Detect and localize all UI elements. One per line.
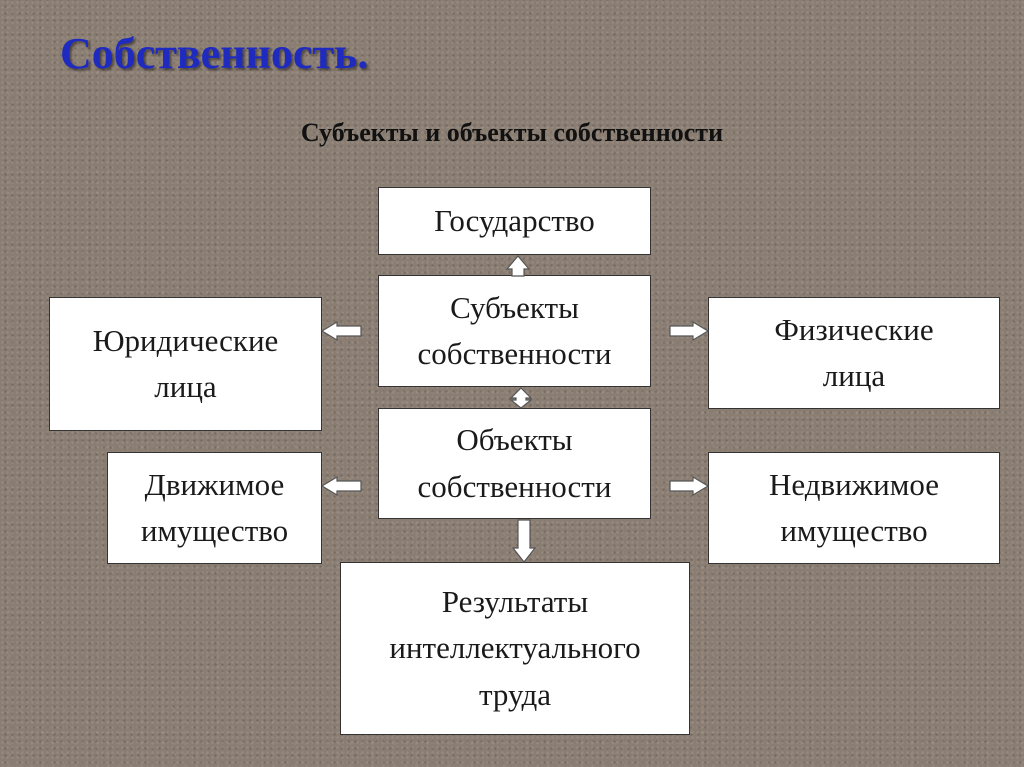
- box-movable-property-line-1: Движимое: [144, 466, 285, 502]
- box-intellectual-results-line-2: интеллектуального: [389, 630, 641, 666]
- box-objects-line-2: собственности: [417, 468, 612, 504]
- box-legal-entities: Юридические лица: [49, 297, 322, 431]
- box-natural-persons: Физические лица: [708, 297, 1000, 409]
- box-subjects-line-2: собственности: [417, 336, 612, 371]
- box-legal-entities-line-2: лица: [154, 369, 217, 404]
- box-movable-property: Движимое имущество: [107, 452, 322, 564]
- box-immovable-property-line-2: имущество: [780, 513, 928, 548]
- arrow-right-to-natural-persons: [669, 320, 710, 342]
- box-objects: Объекты собственности: [378, 408, 651, 519]
- box-objects-line-1: Объекты: [456, 422, 573, 457]
- slide-subtitle: Субъекты и объекты собственности: [300, 118, 724, 147]
- box-legal-entities-line-1: Юридические: [92, 322, 279, 358]
- arrow-down-to-intellectual-results: [511, 519, 537, 563]
- box-immovable-property: Недвижимое имущество: [708, 452, 1000, 564]
- arrow-left-to-movable-property: [320, 475, 362, 497]
- box-subjects-line-1: Субъекты: [450, 289, 579, 325]
- arrow-between-subjects-objects: [509, 387, 533, 409]
- box-intellectual-results: Результаты интеллектуального труда: [340, 562, 690, 735]
- box-intellectual-results-line-1: Результаты: [441, 583, 589, 619]
- box-movable-property-line-2: имущество: [140, 513, 289, 548]
- box-state: Государство: [378, 187, 651, 255]
- box-natural-persons-line-1: Физические: [774, 311, 934, 347]
- box-subjects: Субъекты собственности: [378, 275, 651, 387]
- box-state-line-1: Государство: [434, 202, 595, 238]
- box-natural-persons-line-2: лица: [822, 358, 886, 393]
- slide-title: Собственность.: [60, 29, 369, 78]
- box-intellectual-results-line-3: труда: [478, 676, 552, 712]
- arrow-right-to-immovable-property: [669, 475, 710, 497]
- arrow-left-to-legal-entities: [320, 320, 362, 342]
- box-immovable-property-line-1: Недвижимое: [768, 466, 939, 502]
- arrow-up-to-state: [505, 255, 531, 277]
